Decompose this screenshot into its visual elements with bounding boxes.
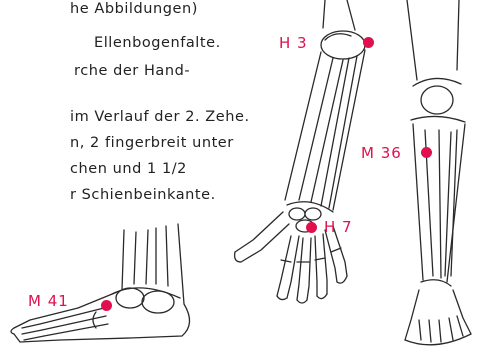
point-dot-h7	[306, 222, 317, 233]
text-line-7: r Schienbeinkante.	[70, 186, 216, 204]
text-line-2: Ellenbogenfalte.	[94, 34, 221, 52]
foot-bones-illustration	[0, 220, 200, 349]
point-label-m41: M 41	[28, 292, 69, 310]
text-line-5: n, 2 fingerbreit unter	[70, 134, 234, 152]
point-label-m36: M 36	[361, 144, 402, 162]
leg-bones-illustration	[395, 0, 480, 349]
point-dot-h3	[363, 37, 374, 48]
point-dot-m41	[101, 300, 112, 311]
text-line-6: chen und 1 1/2	[70, 160, 187, 178]
text-line-3: rche der Hand-	[74, 62, 190, 80]
point-label-h7: H 7	[324, 218, 353, 236]
point-label-h3: H 3	[279, 34, 308, 52]
point-dot-m36	[421, 147, 432, 158]
text-line-4: im Verlauf der 2. Zehe.	[70, 108, 250, 126]
text-line-1: he Abbildungen)	[70, 0, 198, 18]
